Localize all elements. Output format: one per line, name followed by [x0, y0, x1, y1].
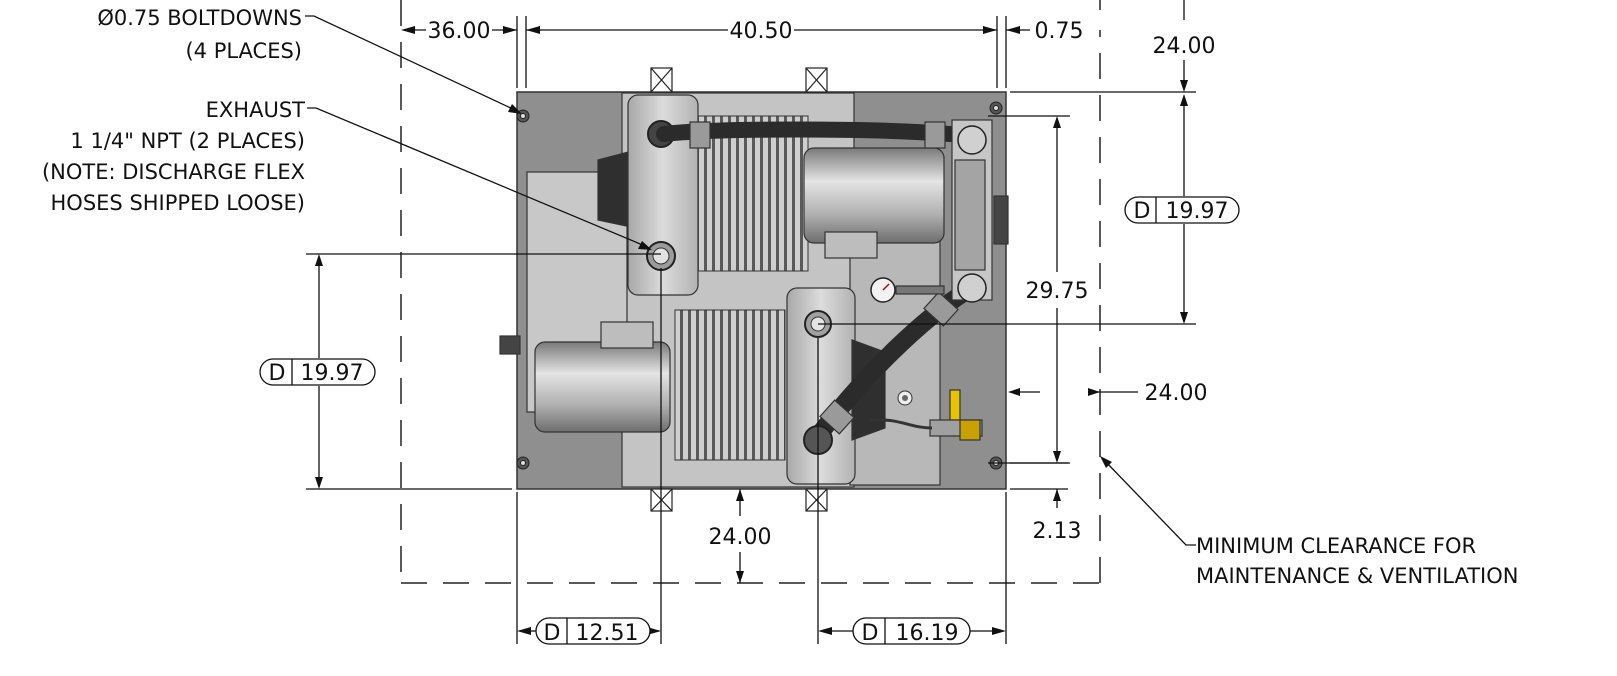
dim-right-clearance: 24.00	[1145, 381, 1208, 406]
dim-bottom-right-ref: 16.19	[896, 621, 959, 646]
note-exhaust-line3: (NOTE: DISCHARGE FLEX	[42, 160, 305, 184]
note-boltdowns-line2: (4 PLACES)	[185, 39, 302, 63]
leader-lines	[305, 15, 1196, 546]
dimension-bottom-right-ref	[817, 338, 1007, 645]
dim-bottom-left-ref: 12.51	[576, 621, 639, 646]
note-exhaust-line2: 1 1/4" NPT (2 PLACES)	[70, 129, 305, 153]
dimension-bottom-left-ref	[516, 268, 662, 645]
dim-top-clearance: 24.00	[1153, 34, 1216, 59]
note-clearance-line1: MINIMUM CLEARANCE FOR	[1196, 534, 1476, 558]
note-exhaust-line4: HOSES SHIPPED LOOSE)	[51, 191, 305, 215]
clearance-envelope	[400, 0, 1101, 584]
dim-base-depth-right: 19.97	[1166, 199, 1229, 224]
dimension-right-clearance	[1008, 388, 1138, 396]
dim-base-depth-left: 19.97	[301, 361, 364, 386]
dim-ref-prefix-left: D	[269, 361, 286, 386]
note-exhaust-line1: EXHAUST	[206, 98, 306, 122]
dim-left-offset: 36.00	[428, 19, 491, 44]
dimension-left-depth	[259, 253, 661, 490]
dim-height: 29.75	[1026, 279, 1089, 304]
dimension-bottom-clearance	[736, 489, 744, 583]
dim-bottom-clearance: 24.00	[709, 525, 772, 550]
equipment-illustration	[499, 92, 1009, 488]
dimension-bottom-right-offset	[1010, 462, 1068, 508]
dim-right-offset: 0.75	[1035, 19, 1084, 44]
dim-bottom-right-offset: 2.13	[1033, 519, 1082, 544]
note-boltdowns-line1: Ø0.75 BOLTDOWNS	[97, 6, 302, 30]
dim-ref-prefix-bottom-right: D	[862, 621, 879, 646]
dimension-top-chain	[401, 16, 1030, 88]
dim-ref-prefix-bottom-left: D	[544, 621, 561, 646]
dim-width: 40.50	[730, 19, 793, 44]
dimension-top-clearance	[1010, 0, 1196, 93]
boltdown-holes	[516, 101, 1003, 470]
note-clearance-line2: MAINTENANCE & VENTILATION	[1196, 564, 1518, 588]
dim-ref-prefix-right: D	[1134, 199, 1151, 224]
dimension-right-depth	[818, 94, 1240, 325]
